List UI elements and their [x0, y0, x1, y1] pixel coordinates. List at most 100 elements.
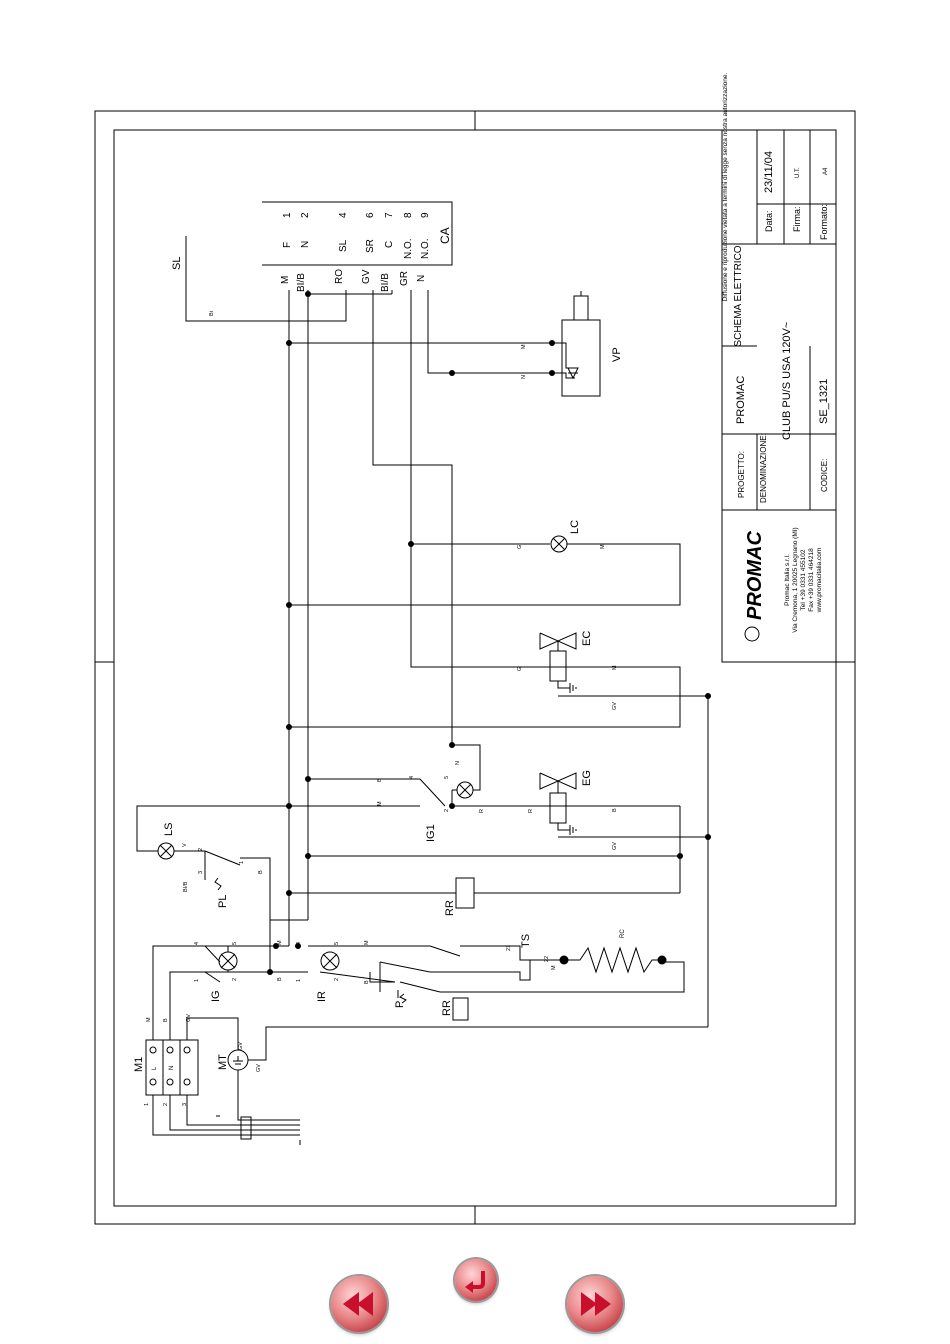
next-page-button[interactable]: [567, 1276, 623, 1332]
rights-notice: Diffusione e riproduzione vietata a term…: [722, 73, 729, 302]
denominazione-label: DENOMINAZIONE:: [759, 433, 768, 503]
svg-text:2: 2: [198, 848, 204, 851]
svg-text:M: M: [521, 344, 527, 349]
svg-text:2: 2: [232, 978, 238, 981]
svg-text:M: M: [277, 940, 283, 945]
terminal-1: 1 F M: [280, 212, 293, 284]
data-value: 23/11/04: [763, 151, 775, 193]
svg-text:7: 7: [384, 212, 395, 218]
terminal-8: 8 N.O. GR: [399, 212, 414, 286]
svg-text:8: 8: [403, 212, 414, 218]
svg-text:B: B: [163, 1018, 169, 1022]
svg-text:B: B: [612, 808, 618, 812]
label-ir: IR: [316, 991, 328, 1002]
svg-text:1: 1: [282, 212, 293, 218]
logo-text: PROMAC: [744, 531, 766, 620]
svg-text:21: 21: [506, 945, 512, 951]
wiring: [136, 236, 709, 1145]
svg-text:SL: SL: [338, 239, 349, 252]
svg-text:2: 2: [163, 1103, 169, 1106]
component-labels: SL VP LC EC EG IG1 LS PL RR RR TS RC IG …: [133, 257, 626, 1072]
company-address: Via Cremona, 1 20025 Legnano (MI): [792, 527, 799, 632]
svg-text:4: 4: [296, 942, 302, 945]
svg-text:V: V: [182, 843, 188, 847]
svg-text:2: 2: [444, 809, 450, 812]
firma-value: U.T.: [795, 167, 801, 178]
svg-text:GV: GV: [186, 1014, 192, 1022]
svg-text:R: R: [479, 809, 485, 813]
label-sl: SL: [171, 257, 183, 270]
data-label: Data:: [764, 210, 774, 232]
svg-text:B: B: [258, 870, 264, 874]
double-left-arrow-icon: [343, 1292, 373, 1316]
svg-text:C: C: [384, 241, 395, 248]
svg-text:4: 4: [409, 776, 415, 779]
wire-tags: Bi M N G M G M GV B M 4 5 2 N R R B GV V…: [144, 311, 618, 1106]
formato-value: A4: [823, 167, 829, 175]
denominazione-value: CLUB PU/S USA 120V~: [781, 322, 793, 440]
terminal-2: 2 N BI/B: [296, 212, 311, 292]
svg-text:6: 6: [365, 212, 376, 218]
svg-text:N.O.: N.O.: [420, 238, 431, 259]
svg-text:GV: GV: [238, 1042, 244, 1050]
svg-text:1: 1: [194, 979, 200, 982]
svg-text:M: M: [600, 544, 606, 549]
terminal-block-title: CA: [438, 227, 452, 244]
junction-dots: [267, 291, 711, 975]
svg-text:GV: GV: [256, 1064, 262, 1072]
double-right-arrow-icon: [581, 1292, 611, 1316]
label-rr: RR: [444, 900, 456, 916]
svg-text:GV: GV: [361, 269, 372, 284]
svg-text:BI/B: BI/B: [183, 881, 189, 892]
svg-text:GR: GR: [399, 271, 410, 286]
svg-text:5: 5: [334, 942, 340, 945]
svg-text:L: L: [152, 1066, 158, 1070]
company-name: Promac Italia s.r.l.: [784, 554, 791, 606]
company-tel: Tel +39 0331 455102: [800, 549, 807, 610]
svg-text:N: N: [169, 1066, 175, 1070]
progetto-label: PROGETTO:: [737, 451, 746, 498]
company-logo: PROMAC: [744, 531, 766, 642]
label-pl: PL: [217, 895, 229, 908]
label-ig1: IG1: [425, 824, 437, 842]
codice-value: SE_1321: [818, 379, 830, 424]
svg-text:1: 1: [239, 861, 245, 864]
firma-label: Firma:: [792, 207, 802, 233]
svg-text:F: F: [282, 242, 293, 248]
svg-text:N: N: [521, 375, 527, 379]
svg-text:SR: SR: [365, 239, 376, 253]
svg-text:N: N: [416, 275, 427, 282]
svg-text:N.O.: N.O.: [403, 238, 414, 259]
label-lc: LC: [569, 520, 581, 534]
label-ec: EC: [581, 631, 593, 646]
svg-text:Bi: Bi: [209, 311, 215, 316]
svg-text:RO: RO: [334, 269, 345, 284]
svg-text:1: 1: [296, 979, 302, 982]
company-fax: Fax +39 0331 464218: [808, 548, 815, 612]
svg-text:M: M: [146, 1017, 152, 1022]
svg-text:M: M: [280, 276, 291, 284]
label-ig: IG: [210, 990, 222, 1002]
svg-text:9: 9: [420, 212, 431, 218]
label-vp: VP: [611, 347, 623, 362]
company-web: www.promacitalia.com: [816, 548, 823, 614]
label-m1: M1: [133, 1057, 145, 1072]
svg-text:M: M: [364, 940, 370, 945]
svg-text:M: M: [612, 665, 618, 670]
previous-page-button[interactable]: [331, 1276, 387, 1332]
label-mt: MT: [217, 1054, 229, 1070]
label-ts: TS: [520, 934, 532, 948]
return-button[interactable]: [455, 1259, 497, 1301]
schema-title: SCHEMA ELETTRICO: [733, 245, 744, 346]
svg-text:2: 2: [300, 212, 311, 218]
sheet-frame: [94, 110, 856, 1225]
svg-text:G: G: [517, 545, 523, 549]
label-p: P: [394, 1001, 406, 1008]
svg-text:B: B: [277, 977, 283, 981]
svg-text:GV: GV: [612, 702, 618, 710]
return-arrow-icon: [465, 1271, 485, 1293]
label-eg: EG: [581, 770, 593, 786]
terminal-4: 4 SL RO: [334, 212, 349, 284]
svg-text:N: N: [300, 241, 311, 248]
svg-text:G: G: [517, 667, 523, 671]
